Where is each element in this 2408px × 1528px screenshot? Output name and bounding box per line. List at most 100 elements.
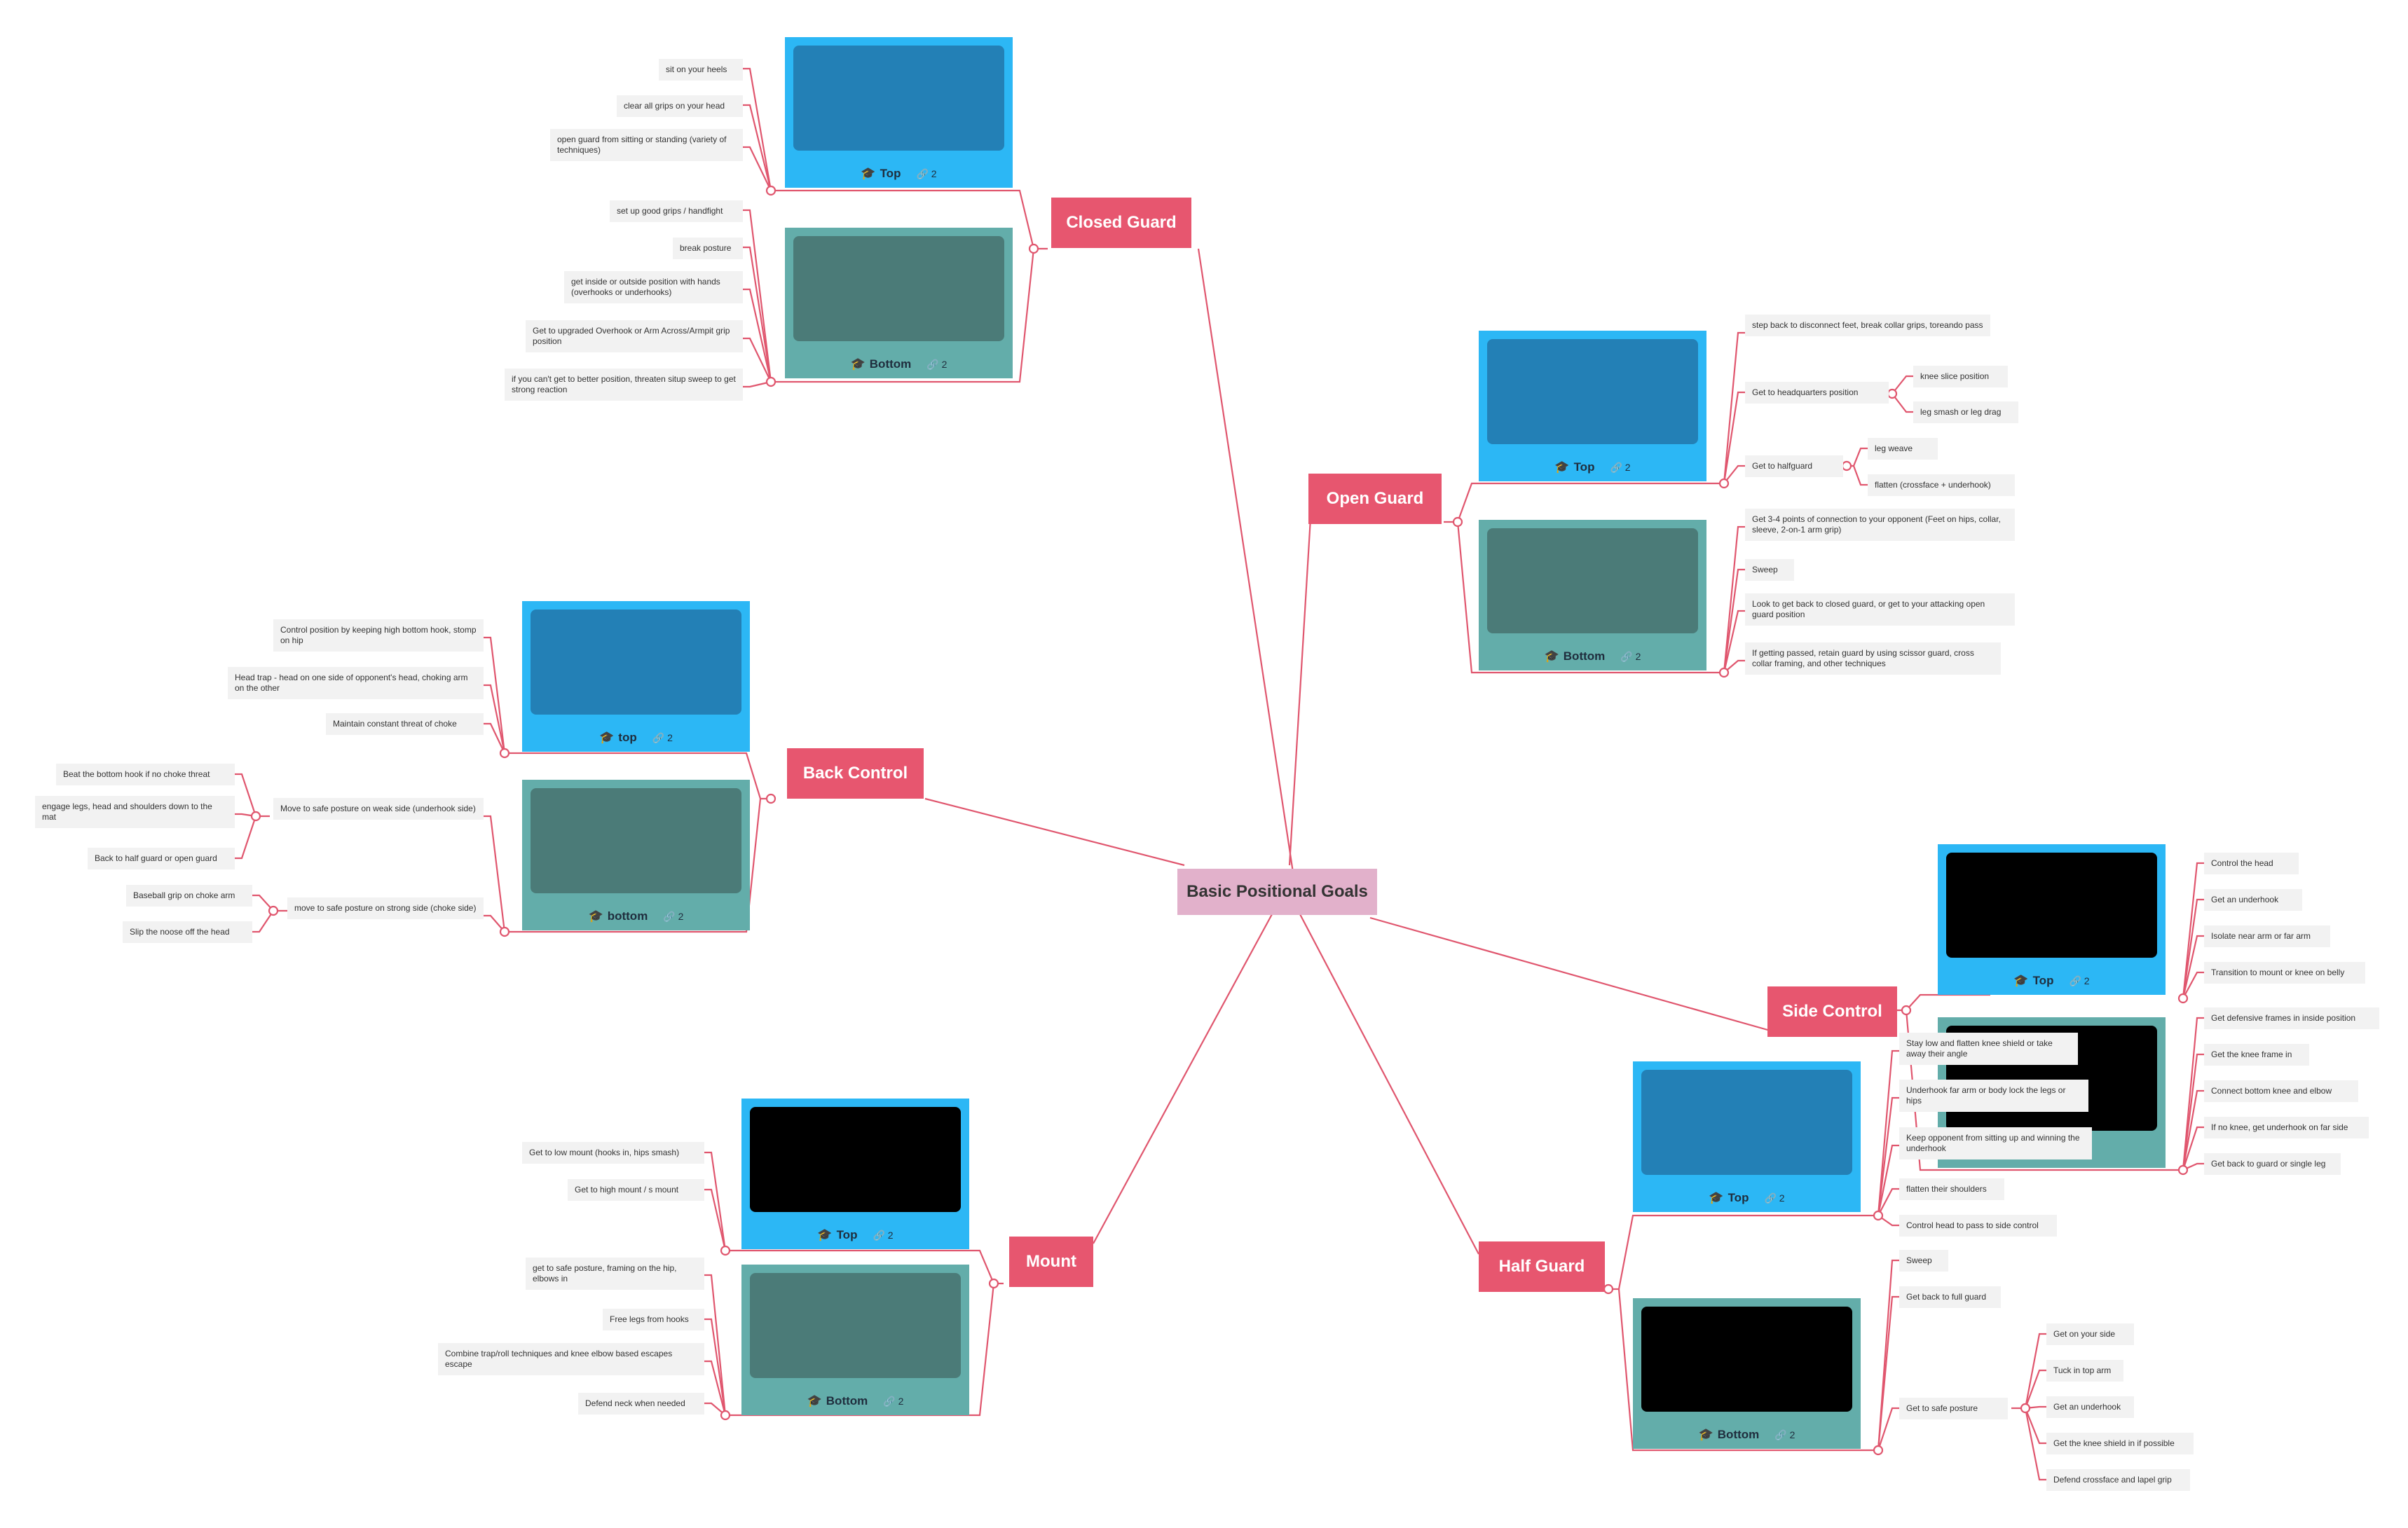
leaf-node[interactable]: knee slice position	[1913, 366, 2008, 387]
image-placeholder[interactable]	[793, 236, 1004, 341]
topic-half-guard[interactable]: Half Guard	[1479, 1241, 1605, 1292]
leaf-node[interactable]: Sweep	[1899, 1250, 1948, 1272]
root-topic[interactable]: Basic Positional Goals	[1177, 869, 1377, 915]
leaf-node[interactable]: Tuck in top arm	[2046, 1360, 2123, 1382]
image-placeholder[interactable]	[793, 46, 1004, 151]
leaf-node[interactable]: Get back to guard or single leg	[2204, 1153, 2341, 1175]
leaf-node[interactable]: leg weave	[1868, 438, 1938, 460]
link-count[interactable]: 🔗 2	[926, 359, 948, 370]
leaf-node[interactable]: Head trap - head on one side of opponent…	[228, 667, 484, 699]
leaf-node[interactable]: Connect bottom knee and elbow	[2204, 1080, 2358, 1102]
leaf-node[interactable]: If no knee, get underhook on far side	[2204, 1117, 2369, 1138]
leaf-node[interactable]: Get to low mount (hooks in, hips smash)	[522, 1142, 704, 1164]
image-placeholder[interactable]	[531, 788, 741, 893]
link-count[interactable]: 🔗 2	[2069, 975, 2090, 986]
open-guard-top-card[interactable]: 🎓Top🔗 2	[1479, 331, 1706, 481]
leaf-node[interactable]: Get the knee frame in	[2204, 1044, 2309, 1066]
leaf-node[interactable]: Control the head	[2204, 853, 2299, 874]
topic-open-guard[interactable]: Open Guard	[1308, 474, 1442, 524]
topic-mount[interactable]: Mount	[1009, 1237, 1093, 1287]
leaf-node[interactable]: Get 3-4 points of connection to your opp…	[1745, 509, 2015, 541]
image-placeholder[interactable]	[1487, 339, 1698, 444]
image-placeholder[interactable]	[1946, 853, 2157, 958]
link-count[interactable]: 🔗 2	[873, 1230, 894, 1241]
link-count[interactable]: 🔗 2	[663, 911, 684, 922]
leaf-node[interactable]: Control head to pass to side control	[1899, 1215, 2057, 1237]
image-placeholder[interactable]	[750, 1273, 961, 1378]
open-guard-bottom-card[interactable]: 🎓Bottom🔗 2	[1479, 520, 1706, 670]
leaf-node[interactable]: Keep opponent from sitting up and winnin…	[1899, 1127, 2092, 1159]
image-placeholder[interactable]	[1487, 528, 1698, 633]
mount-bottom-card[interactable]: 🎓Bottom🔗 2	[741, 1265, 969, 1415]
back-control-bottom-card[interactable]: 🎓bottom🔗 2	[522, 780, 750, 930]
leaf-node[interactable]: sit on your heels	[659, 59, 743, 81]
link-count[interactable]: 🔗 2	[916, 168, 937, 179]
leaf-node[interactable]: Get to halfguard	[1745, 455, 1843, 477]
card-label: Bottom	[826, 1394, 868, 1407]
link-count[interactable]: 🔗 2	[1774, 1429, 1795, 1440]
leaf-node[interactable]: Stay low and flatten knee shield or take…	[1899, 1033, 2078, 1065]
leaf-node[interactable]: Get to upgraded Overhook or Arm Across/A…	[526, 320, 743, 352]
leaf-node[interactable]: Slip the noose off the head	[123, 921, 252, 943]
leaf-node[interactable]: Back to half guard or open guard	[88, 848, 235, 869]
leaf-node[interactable]: Get to headquarters position	[1745, 382, 1889, 404]
image-placeholder[interactable]	[1641, 1307, 1852, 1412]
topic-side-control[interactable]: Side Control	[1767, 986, 1897, 1037]
leaf-node[interactable]: flatten their shoulders	[1899, 1178, 2004, 1200]
leaf-node[interactable]: Combine trap/roll techniques and knee el…	[438, 1343, 704, 1375]
leaf-node[interactable]: engage legs, head and shoulders down to …	[35, 796, 235, 828]
leaf-node[interactable]: Look to get back to closed guard, or get…	[1745, 593, 2015, 626]
leaf-node[interactable]: Get back to full guard	[1899, 1286, 2001, 1308]
leaf-node[interactable]: get to safe posture, framing on the hip,…	[526, 1258, 704, 1290]
image-placeholder[interactable]	[750, 1107, 961, 1212]
link-count[interactable]: 🔗 2	[883, 1396, 904, 1407]
leaf-node[interactable]: Get an underhook	[2046, 1396, 2134, 1418]
leaf-node[interactable]: open guard from sitting or standing (var…	[550, 129, 743, 161]
leaf-node[interactable]: flatten (crossface + underhook)	[1868, 474, 2015, 496]
leaf-node[interactable]: Defend crossface and lapel grip	[2046, 1469, 2190, 1491]
leaf-node[interactable]: get inside or outside position with hand…	[564, 271, 743, 303]
leaf-node[interactable]: if you can't get to better position, thr…	[505, 369, 743, 401]
leaf-node[interactable]: Get to safe posture	[1899, 1398, 2008, 1419]
image-placeholder[interactable]	[531, 610, 741, 715]
leaf-node[interactable]: Baseball grip on choke arm	[126, 885, 252, 907]
leaf-node[interactable]: Maintain constant threat of choke	[326, 713, 484, 735]
link-count[interactable]: 🔗 2	[652, 732, 673, 743]
link-count[interactable]: 🔗 2	[1764, 1192, 1785, 1204]
half-guard-bottom-card[interactable]: 🎓Bottom🔗 2	[1633, 1298, 1861, 1449]
leaf-node[interactable]: leg smash or leg drag	[1913, 401, 2018, 423]
topic-back-control[interactable]: Back Control	[787, 748, 924, 799]
link-count[interactable]: 🔗 2	[1620, 651, 1641, 662]
leaf-node[interactable]: If getting passed, retain guard by using…	[1745, 642, 2001, 675]
card-label: bottom	[607, 909, 648, 923]
leaf-node[interactable]: Isolate near arm or far arm	[2204, 925, 2330, 947]
half-guard-top-card[interactable]: 🎓Top🔗 2	[1633, 1061, 1861, 1212]
leaf-node[interactable]: Underhook far arm or body lock the legs …	[1899, 1080, 2088, 1112]
leaf-node[interactable]: break posture	[673, 238, 743, 259]
leaf-node[interactable]: set up good grips / handfight	[610, 200, 743, 222]
leaf-node[interactable]: Free legs from hooks	[603, 1309, 704, 1330]
leaf-node[interactable]: Get to high mount / s mount	[568, 1179, 704, 1201]
card-label: Top	[836, 1228, 858, 1241]
leaf-node[interactable]: step back to disconnect feet, break coll…	[1745, 315, 1990, 336]
leaf-node[interactable]: Get the knee shield in if possible	[2046, 1433, 2194, 1454]
leaf-node[interactable]: Move to safe posture on weak side (under…	[273, 798, 484, 820]
back-control-top-card[interactable]: 🎓top🔗 2	[522, 601, 750, 752]
leaf-node[interactable]: clear all grips on your head	[617, 95, 743, 117]
leaf-node[interactable]: Get an underhook	[2204, 889, 2302, 911]
topic-closed-guard[interactable]: Closed Guard	[1051, 198, 1191, 248]
leaf-node[interactable]: Beat the bottom hook if no choke threat	[56, 764, 235, 785]
link-count[interactable]: 🔗 2	[1610, 462, 1631, 473]
leaf-node[interactable]: Get on your side	[2046, 1323, 2134, 1345]
leaf-node[interactable]: Sweep	[1745, 559, 1794, 581]
closed-guard-top-card[interactable]: 🎓Top🔗 2	[785, 37, 1013, 188]
leaf-node[interactable]: Get defensive frames in inside position	[2204, 1007, 2379, 1029]
leaf-node[interactable]: Defend neck when needed	[578, 1393, 704, 1415]
leaf-node[interactable]: move to safe posture on strong side (cho…	[287, 897, 484, 919]
image-placeholder[interactable]	[1641, 1070, 1852, 1175]
leaf-node[interactable]: Transition to mount or knee on belly	[2204, 962, 2365, 984]
side-control-top-card[interactable]: 🎓Top🔗 2	[1938, 844, 2166, 995]
closed-guard-bottom-card[interactable]: 🎓Bottom🔗 2	[785, 228, 1013, 378]
mount-top-card[interactable]: 🎓Top🔗 2	[741, 1099, 969, 1249]
leaf-node[interactable]: Control position by keeping high bottom …	[273, 619, 484, 652]
